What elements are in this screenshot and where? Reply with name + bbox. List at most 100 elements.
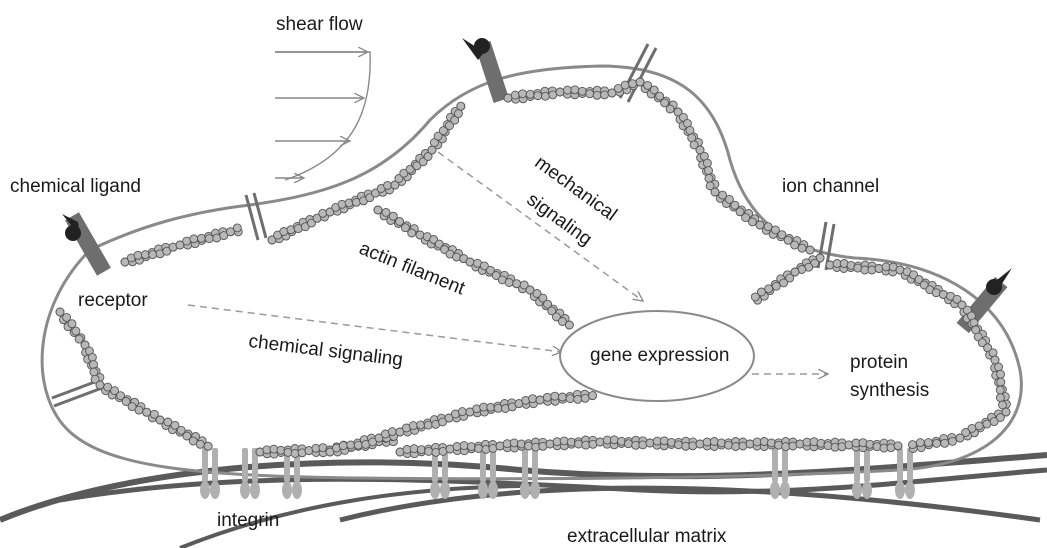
actin-bead xyxy=(924,439,932,447)
integrin xyxy=(895,448,915,499)
actin-bead xyxy=(68,320,76,328)
actin-bead xyxy=(949,437,957,445)
actin-bead xyxy=(134,251,142,259)
actin-bead xyxy=(510,439,518,447)
actin-bead xyxy=(388,428,396,436)
actin-bead xyxy=(56,308,64,316)
protein-synthesis-label-line1: protein xyxy=(850,352,908,374)
actin-bead xyxy=(384,181,392,189)
chemical-ligand-label: chemical ligand xyxy=(10,176,141,198)
actin-bead xyxy=(460,442,468,450)
actin-bead xyxy=(933,439,941,447)
chemical-signaling-arrow xyxy=(188,305,562,352)
receptor-label: receptor xyxy=(78,290,148,312)
actin-bead xyxy=(990,418,998,426)
actin-bead xyxy=(625,440,633,448)
actin-bead xyxy=(941,439,949,447)
receptor-right xyxy=(957,268,1012,333)
actin-bead xyxy=(780,279,788,287)
actin-bead xyxy=(791,241,799,249)
actin-bead xyxy=(410,445,418,453)
actin-bead xyxy=(374,206,382,214)
actin-bead xyxy=(629,80,637,88)
actin-bead xyxy=(997,370,1005,378)
actin-bead xyxy=(689,442,697,450)
actin-bead xyxy=(593,91,601,99)
actin-bead xyxy=(996,394,1004,402)
actin-bead xyxy=(382,208,390,216)
actin-bead xyxy=(566,395,574,403)
actin-bead xyxy=(204,442,212,450)
actin-bead xyxy=(505,279,513,287)
actin-bead xyxy=(932,289,940,297)
actin-bead xyxy=(197,234,205,242)
actin-bead xyxy=(995,363,1003,371)
actin-bead xyxy=(534,92,542,100)
extracellular-matrix-label: extracellular matrix xyxy=(567,526,726,548)
actin-bead xyxy=(703,159,711,167)
actin-bead xyxy=(511,91,519,99)
actin-bead xyxy=(764,223,772,231)
actin-bead xyxy=(586,90,594,98)
actin-bead xyxy=(601,91,609,99)
actin-bead xyxy=(536,396,544,404)
receptor-top xyxy=(462,38,509,103)
actin-bead xyxy=(868,266,876,274)
actin-bead xyxy=(675,441,683,449)
actin-bead xyxy=(458,408,466,416)
actin-bead xyxy=(453,253,461,261)
actin-bead xyxy=(551,392,559,400)
actin-bead xyxy=(565,321,573,329)
actin-bead xyxy=(526,90,534,98)
actin-bead xyxy=(339,442,347,450)
actin-bead xyxy=(798,244,806,252)
actin-bead xyxy=(589,392,597,400)
actin-bead xyxy=(748,218,756,226)
actin-bead xyxy=(541,92,549,100)
gene-expression-label: gene expression xyxy=(590,345,729,367)
actin-bead xyxy=(190,235,198,243)
actin-bead xyxy=(558,393,566,401)
actin-bead xyxy=(581,394,589,402)
actin-bead xyxy=(560,437,568,445)
shear-flow-label: shear flow xyxy=(276,14,363,36)
shear-flow-profile xyxy=(275,52,370,180)
integrin xyxy=(478,448,498,499)
actin-bead xyxy=(338,200,346,208)
actin-bead xyxy=(409,422,417,430)
actin-bead xyxy=(621,81,629,89)
actin-bead xyxy=(196,440,204,448)
actin-bead xyxy=(88,353,96,361)
actin-bead xyxy=(894,442,902,450)
actin-bead xyxy=(408,229,416,237)
actin-bead xyxy=(989,349,997,357)
ion-channel-lower-left xyxy=(52,380,102,406)
actin-bead xyxy=(529,395,537,403)
actin-bead xyxy=(806,246,814,254)
actin-bead xyxy=(639,441,647,449)
ion-channel-label: ion channel xyxy=(782,176,879,198)
actin-bead xyxy=(233,224,241,232)
integrin-label: integrin xyxy=(217,510,279,532)
actin-bead xyxy=(997,378,1005,386)
actin-bead xyxy=(543,393,551,401)
actin-bead xyxy=(564,86,572,94)
actin-bead xyxy=(578,87,586,95)
actin-bead xyxy=(956,434,964,442)
ion-channel-upper-left xyxy=(246,193,266,240)
actin-bead xyxy=(751,293,759,301)
actin-bead xyxy=(457,102,465,110)
actin-bead xyxy=(571,86,579,94)
actin-bead xyxy=(556,88,564,96)
actin-bead xyxy=(135,406,143,414)
actin-bead xyxy=(574,395,582,403)
actin-bead xyxy=(909,441,917,449)
actin-bead xyxy=(454,110,462,118)
integrin xyxy=(852,448,872,499)
actin-bead xyxy=(666,105,674,113)
actin-bead xyxy=(519,90,527,98)
protein-synthesis-label-line2: synthesis xyxy=(850,380,929,402)
actin-bead xyxy=(319,209,327,217)
